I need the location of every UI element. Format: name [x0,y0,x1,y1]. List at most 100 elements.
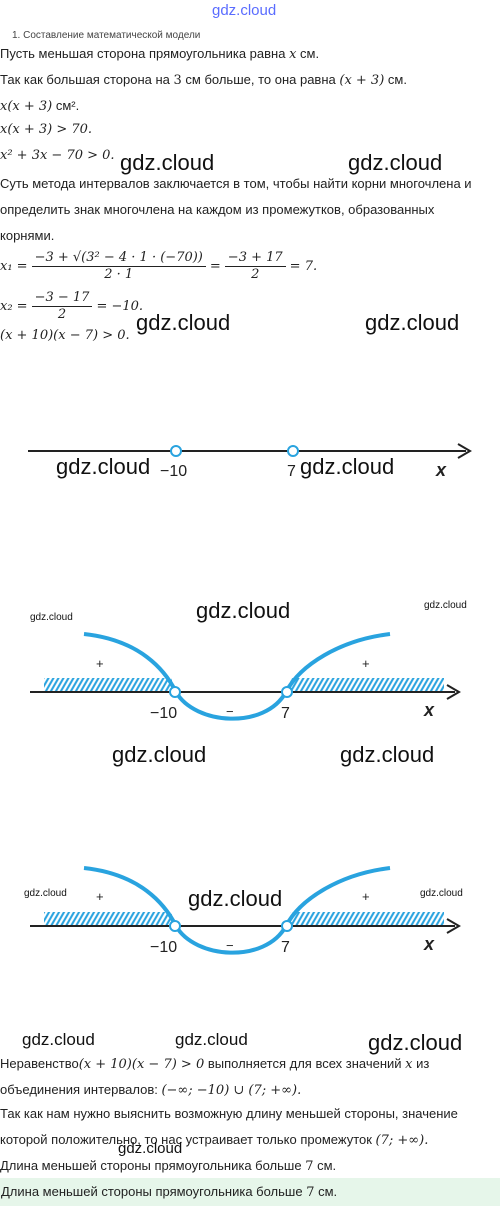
math-line-5: x² + 3x − 70 > 0. [0,148,115,163]
math-line-4: x(x + 3) > 70. [0,122,93,137]
label-x: x [435,460,447,480]
sign-plus-left: + [96,889,104,904]
fraction: −3 + √(3² − 4 · 1 · (−70)) 2 · 1 [31,250,206,283]
math: = 7. [289,259,318,274]
root-point-left [169,686,181,698]
text: Длина меньшей стороны прямоугольника бол… [0,1158,306,1173]
result-line-1: Неравенство(x + 10)(x − 7) > 0 выполняет… [0,1056,429,1072]
label-left-root: −10 [150,705,177,722]
text: Длина меньшей стороны прямоугольника бол… [1,1184,307,1199]
watermark: gdz.cloud [118,1140,183,1157]
sign-minus: − [226,938,234,953]
watermark-top: gdz.cloud [212,2,277,19]
math: 7 [305,1159,314,1174]
text: которой положительно, то нас устраивает … [0,1132,376,1147]
math: (x + 10)(x − 7) > 0 [78,1057,205,1072]
text-line-2: Так как большая сторона на 3 см больше, … [0,72,407,88]
text: выполняется для всех значений [204,1056,406,1071]
text: Так как большая сторона на [0,72,174,87]
text: объединения интервалов: [0,1082,162,1097]
text: см больше, то она равна [181,72,340,87]
math: 3 [173,73,182,88]
numerator: −3 + 17 [224,250,286,267]
denominator: 2 [251,267,260,282]
inequality: (x + 10)(x − 7) > 0. [0,328,130,343]
sign-plus-right: + [362,656,370,671]
sign-plus-left: + [96,656,104,671]
math: x [289,47,297,62]
result-line-5: Длина меньшей стороны прямоугольника бол… [0,1158,336,1174]
root-point-left [169,920,181,932]
axis-arrow [446,684,461,700]
label-left-root: −10 [160,463,187,480]
root-x2: x₂ = −3 − 17 2 = −10. [0,290,143,323]
label-x: x [423,700,435,720]
watermark: gdz.cloud [56,454,151,479]
text-line-6: Суть метода интервалов заключается в том… [0,176,472,191]
text: Неравенство [0,1056,79,1071]
math: 7 [306,1185,315,1200]
watermark: gdz.cloud [112,742,207,767]
axis-arrow [446,918,461,934]
fraction: −3 − 17 2 [31,290,93,323]
math: x₁ = [0,259,28,274]
result-line-2: объединения интервалов: (−∞; −10) ∪ (7; … [0,1082,301,1098]
fraction: −3 + 17 2 [224,250,286,283]
text: см. [296,46,320,61]
sign-curve [83,866,391,955]
sign-plus-right: + [362,889,370,904]
denominator: 2 [57,307,67,322]
watermark: gdz.cloud [30,612,73,623]
math: = −10. [96,299,144,314]
result-line-4: которой положительно, то нас устраивает … [0,1132,428,1148]
root-point-right [281,686,293,698]
numerator: −3 − 17 [31,290,93,307]
text: из [412,1056,430,1071]
watermark: gdz.cloud [22,1030,95,1049]
label-left-root: −10 [150,939,177,956]
sign-diagram-1: + − + −10 7 x [30,632,461,722]
root-point-left [170,445,182,457]
root-point-right [287,445,299,457]
root-point-right [281,920,293,932]
watermark: gdz.cloud [340,742,435,767]
watermark: gdz.cloud [368,1030,463,1055]
math: x(x + 3) [0,99,53,114]
watermark: gdz.cloud [136,310,231,335]
sign-diagram-2: + − + −10 7 x [30,866,461,956]
root-x1: x₁ = −3 + √(3² − 4 · 1 · (−70)) 2 · 1 = … [0,250,317,283]
section-header: 1. Составление математической модели [12,30,201,41]
watermark: gdz.cloud [175,1030,248,1049]
label-right-root: 7 [287,463,296,480]
hatch-left [44,912,172,926]
hatch-right [290,678,444,692]
number-line-roots: −10 7 x [28,443,472,480]
watermark: gdz.cloud [188,886,283,911]
text-line-3: x(x + 3) см². [0,98,79,114]
watermark: gdz.cloud [365,310,460,335]
text: см². [52,98,80,113]
hatch-left [44,678,172,692]
hatch-right [290,912,444,926]
math: x [405,1057,413,1072]
text-line-8: корнями. [0,228,55,243]
watermark: gdz.cloud [24,888,67,899]
math: x₂ = [0,299,28,314]
watermark: gdz.cloud [348,150,443,175]
math: (x + 3) [339,73,385,88]
axis-arrow [457,443,472,459]
text-line-7: определить знак многочлена на каждом из … [0,202,435,217]
math: (−∞; −10) ∪ (7; +∞). [161,1083,302,1098]
label-right-root: 7 [281,939,290,956]
text: см. [314,1184,338,1199]
watermark: gdz.cloud [196,598,291,623]
numerator: −3 + √(3² − 4 · 1 · (−70)) [31,250,206,267]
math: = [209,259,221,274]
watermark: gdz.cloud [300,454,395,479]
text: Пусть меньшая сторона прямоугольника рав… [0,46,290,61]
watermark: gdz.cloud [120,150,215,175]
watermark: gdz.cloud [420,888,463,899]
answer-box: Длина меньшей стороны прямоугольника бол… [0,1178,500,1206]
denominator: 2 · 1 [104,267,134,282]
text-line-1: Пусть меньшая сторона прямоугольника рав… [0,46,319,62]
